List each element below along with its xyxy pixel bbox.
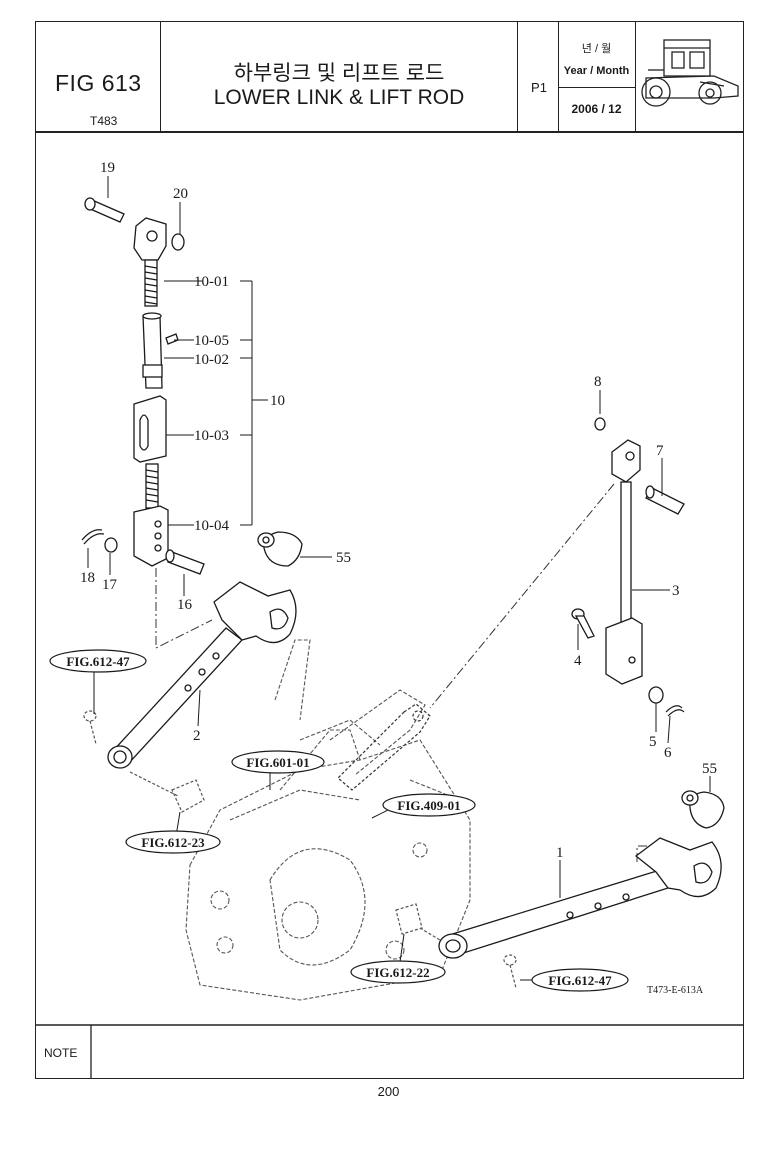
- bolt-4: [571, 608, 595, 639]
- callout-8: 8: [594, 374, 602, 390]
- bolt-10-05: [165, 333, 179, 345]
- connector-612-23: [129, 771, 205, 813]
- model-code: T483: [90, 114, 118, 128]
- washer-8: [594, 417, 606, 431]
- cotter-pin-18: [81, 529, 105, 545]
- lift-arm: [337, 703, 431, 791]
- pin-612-47-left: [83, 710, 97, 745]
- year-month-label: Year / Month: [563, 65, 630, 77]
- reference-labels: FIG.612-47 FIG.601-01 FIG.409-01 FIG.612…: [49, 649, 629, 992]
- top-link-assembly: [81, 197, 205, 575]
- title-korean: 하부링크 및 리프트 로드: [233, 62, 445, 85]
- callout-2: 2: [193, 728, 201, 744]
- washer-5: [648, 686, 664, 704]
- callout-16: 16: [177, 597, 193, 613]
- guide-line-center: [429, 483, 615, 709]
- lift-rod-3: [605, 439, 643, 685]
- leader-lines: [87, 176, 711, 981]
- guide-line-left: [155, 568, 213, 649]
- drawing-code: T473-E-613A: [647, 985, 704, 996]
- ball-joint-55-upper: [257, 531, 303, 567]
- ref-fig-612-47-left: FIG.612-47: [49, 649, 147, 673]
- callout-labels: 19 20 10-01 10-05 10-02 10-03 10-04 10 1…: [80, 160, 717, 861]
- callout-4: 4: [574, 653, 582, 669]
- header-divider-1: [160, 21, 162, 132]
- threaded-rod-10-01: [144, 259, 158, 307]
- callout-10-04: 10-04: [194, 518, 229, 534]
- sleeve-10-03: [133, 395, 167, 463]
- callout-17: 17: [102, 577, 118, 593]
- callout-5: 5: [649, 734, 657, 750]
- header-bottom-line: [35, 131, 744, 133]
- ball-joint-55-lower: [681, 790, 725, 829]
- callout-19: 19: [100, 160, 115, 176]
- callout-10-03: 10-03: [194, 428, 229, 444]
- callout-55-upper: 55: [336, 550, 351, 566]
- callout-10: 10: [270, 393, 285, 409]
- callout-10-02: 10-02: [194, 352, 229, 368]
- pin-16: [165, 549, 205, 575]
- ref-fig-612-23: FIG.612-23: [125, 830, 221, 854]
- svg-text:FIG.612-47: FIG.612-47: [66, 654, 130, 669]
- lower-link-1: [438, 837, 722, 959]
- parts-sheet: [35, 21, 744, 1079]
- page-number: 200: [377, 1084, 400, 1099]
- washer-20: [171, 233, 185, 251]
- washer-17: [104, 537, 118, 553]
- header-ym-line: [558, 87, 635, 89]
- header-divider-4: [635, 21, 637, 132]
- note-label: NOTE: [44, 1046, 78, 1060]
- svg-text:FIG.612-23: FIG.612-23: [141, 835, 205, 850]
- callout-20: 20: [173, 186, 188, 202]
- ref-fig-612-22: FIG.612-22: [350, 960, 446, 984]
- connector-612-22: [395, 903, 441, 941]
- svg-text:FIG.612-47: FIG.612-47: [548, 973, 612, 988]
- ref-fig-612-47-right: FIG.612-47: [531, 968, 629, 992]
- callout-55-lower: 55: [702, 761, 717, 777]
- callout-10-05: 10-05: [194, 333, 229, 349]
- year-month-value: 2006 / 12: [571, 102, 622, 116]
- title-english: LOWER LINK & LIFT ROD: [213, 86, 465, 109]
- svg-text:FIG.601-01: FIG.601-01: [246, 755, 309, 770]
- callout-3: 3: [672, 583, 680, 599]
- pin-7: [645, 485, 685, 515]
- fig-number: FIG 613: [55, 70, 142, 96]
- transmission-housing: [185, 639, 471, 1001]
- tractor-icon: [641, 39, 739, 107]
- threaded-rod-lower: [145, 463, 159, 509]
- callout-6: 6: [664, 745, 672, 761]
- svg-text:FIG.409-01: FIG.409-01: [397, 798, 460, 813]
- header-divider-2: [517, 21, 519, 132]
- clevis-10-04: [133, 505, 169, 567]
- callout-18: 18: [80, 570, 95, 586]
- cotter-pin-6: [665, 705, 685, 717]
- pin-612-47-right: [503, 954, 517, 989]
- lower-link-2: [107, 581, 297, 769]
- ref-fig-601-01: FIG.601-01: [231, 750, 325, 774]
- svg-text:FIG.612-22: FIG.612-22: [366, 965, 429, 980]
- callout-7: 7: [656, 443, 664, 459]
- year-month-korean: 년 / 월: [581, 43, 612, 55]
- callout-1: 1: [556, 845, 564, 861]
- ref-fig-409-01: FIG.409-01: [382, 793, 476, 817]
- header-divider-3: [558, 21, 560, 132]
- callout-10-01: 10-01: [194, 274, 229, 290]
- pin-19: [84, 197, 125, 223]
- page-code: P1: [531, 80, 547, 95]
